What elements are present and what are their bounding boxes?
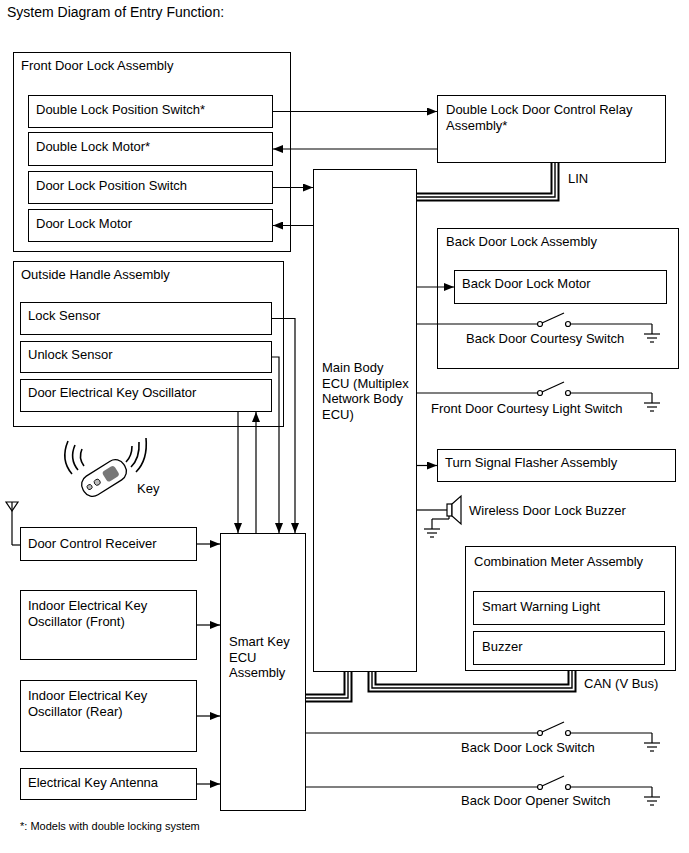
component-box: Back Door Lock Motor: [454, 270, 667, 304]
sensor-box: Unlock Sensor: [20, 341, 272, 373]
antenna-symbol: [6, 502, 20, 545]
node-label: Combination Meter Assembly: [474, 554, 667, 570]
node-label: Indoor Electrical Key Oscillator (Front): [28, 598, 189, 629]
signal-arrow: [273, 187, 313, 188]
assembly-box: Combination Meter AssemblySmart Warning …: [465, 546, 676, 671]
signal-arrow: [417, 465, 437, 466]
part-label: Back Door Lock Switch: [461, 740, 595, 756]
assembly-box: Front Door Lock AssemblyDouble Lock Posi…: [13, 52, 291, 252]
footnote: *: Models with double locking system: [20, 820, 200, 833]
key-label: Key: [137, 481, 159, 497]
component-box: Smart Warning Light: [473, 591, 665, 625]
bus-label: LIN: [566, 171, 590, 187]
signal-arrow: [238, 412, 239, 533]
part-label: Front Door Courtesy Light Switch: [431, 401, 622, 417]
part-label: Wireless Door Lock Buzzer: [469, 503, 626, 519]
signal-arrow: [197, 625, 220, 626]
signal-arrow: [273, 149, 437, 150]
node-label: Lock Sensor: [28, 308, 264, 324]
bus-line: [306, 672, 348, 698]
node-label: Door Electrical Key Oscillator: [28, 385, 264, 401]
node-label: Back Door Lock Motor: [462, 276, 659, 292]
part-label: Back Door Opener Switch: [461, 793, 611, 809]
sensor-box: Lock Sensor: [20, 302, 272, 335]
node-label: Back Door Lock Assembly: [446, 234, 670, 250]
node-label: Door Lock Position Switch: [36, 178, 265, 194]
component-box: Door Lock Position Switch: [28, 171, 273, 204]
signal-arrow: [256, 412, 257, 533]
relay-box: Double Lock Door Control Relay Assembly*: [437, 95, 666, 163]
diagram-title: System Diagram of Entry Function:: [7, 4, 224, 21]
node-label: Door Lock Motor: [36, 216, 265, 232]
bus-line: [417, 163, 555, 197]
signal-arrow: [197, 784, 220, 785]
assembly-box: Back Door Lock AssemblyBack Door Lock Mo…: [437, 228, 679, 369]
node-label: Double Lock Door Control Relay Assembly*: [446, 102, 657, 133]
signal-arrow: [272, 357, 279, 533]
receiver-box: Door Control Receiver: [20, 527, 197, 561]
assembly-box: Outside Handle AssemblyLock SensorUnlock…: [13, 261, 284, 427]
bus-line: [372, 671, 572, 688]
component-box: Double Lock Motor*: [28, 132, 273, 166]
node-label: Outside Handle Assembly: [21, 267, 276, 283]
part-label: Back Door Courtesy Switch: [466, 331, 624, 347]
signal-arrow: [273, 111, 437, 112]
component-box: Double Lock Position Switch*: [28, 95, 273, 128]
node-label: Door Control Receiver: [28, 536, 189, 552]
node-label: Unlock Sensor: [28, 347, 264, 363]
signal-arrow: [417, 287, 454, 288]
key-fob: [65, 438, 146, 500]
node-label: Buzzer: [482, 639, 656, 655]
buzzer-symbol: [417, 496, 461, 537]
node-label: Front Door Lock Assembly: [21, 58, 283, 74]
node-label: Smart Warning Light: [482, 599, 656, 615]
node-label: Turn Signal Flasher Assembly: [445, 455, 668, 471]
node-label: Double Lock Motor*: [36, 139, 265, 155]
antenna-box: Electrical Key Antenna: [20, 768, 197, 800]
ecu-box: Main Body ECU (Multiplex Network Body EC…: [313, 169, 417, 672]
node-label: Electrical Key Antenna: [28, 775, 189, 791]
oscillator-box: Indoor Electrical Key Oscillator (Front): [20, 590, 197, 660]
oscillator-box: Indoor Electrical Key Oscillator (Rear): [20, 680, 197, 752]
component-box: Buzzer: [473, 631, 665, 665]
component-box: Turn Signal Flasher Assembly: [437, 449, 676, 482]
node-label: Smart Key ECU Assembly: [229, 634, 299, 681]
signal-arrow: [273, 225, 313, 226]
oscillator-box: Door Electrical Key Oscillator: [20, 379, 272, 412]
component-box: Door Lock Motor: [28, 209, 273, 242]
signal-arrow: [197, 544, 220, 545]
node-label: Main Body ECU (Multiplex Network Body EC…: [322, 360, 410, 422]
bus-label: CAN (V Bus): [582, 676, 660, 692]
node-label: Indoor Electrical Key Oscillator (Rear): [28, 688, 189, 719]
node-label: Double Lock Position Switch*: [36, 102, 265, 118]
signal-arrow: [197, 716, 220, 717]
ecu-box: Smart Key ECU Assembly: [220, 533, 306, 811]
